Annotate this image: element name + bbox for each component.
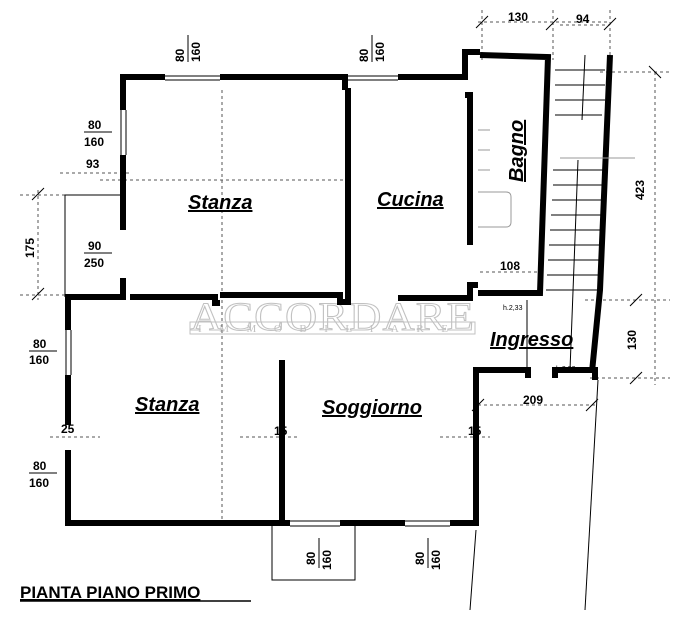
dimension-label: 15 [468, 424, 482, 438]
svg-text:80: 80 [357, 48, 371, 62]
svg-text:80: 80 [304, 551, 318, 565]
height-label: h.2,33 [503, 305, 523, 312]
dimension-label: 108 [500, 259, 520, 273]
stairs [64, 54, 635, 611]
dimension-label: 423 [633, 180, 647, 200]
svg-text:80: 80 [173, 48, 187, 62]
room-label-soggiorno: Soggiorno [322, 397, 422, 419]
dimension-label: 175 [23, 238, 37, 258]
svg-text:160: 160 [189, 42, 203, 62]
opening-bottom-1: 80 160 [304, 538, 334, 570]
opening-top-cucina: 80 160 [357, 35, 387, 62]
room-label-cucina: Cucina [377, 189, 444, 211]
svg-text:90: 90 [88, 239, 102, 253]
watermark-subtext: IMMOBILIARE [198, 323, 468, 335]
dimension-label: 209 [523, 393, 543, 407]
svg-text:250: 250 [84, 256, 104, 270]
svg-text:160: 160 [84, 135, 104, 149]
svg-text:160: 160 [29, 353, 49, 367]
dimension-label: 15 [274, 424, 288, 438]
dimension-lines [20, 10, 670, 520]
opening-left-lower-1: 80 160 [29, 337, 57, 367]
svg-text:160: 160 [373, 42, 387, 62]
svg-text:160: 160 [320, 550, 334, 570]
svg-text:80: 80 [33, 459, 47, 473]
dimension-label: 94 [576, 12, 590, 26]
room-label-stanza-bottom: Stanza [135, 394, 199, 416]
svg-text:80: 80 [88, 118, 102, 132]
watermark-text: ACCORDARE [190, 294, 475, 339]
opening-top-stanza: 80 160 [173, 35, 203, 62]
opening-left-door: 90 250 [84, 239, 112, 270]
watermark-logo: ACCORDARE IMMOBILIARE [189, 294, 476, 340]
dimension-label: 130 [625, 330, 639, 350]
room-label-bagno: Bagno [506, 120, 528, 182]
plan-title: PIANTA PIANO PRIMO [20, 583, 200, 602]
walls [65, 49, 613, 527]
room-label-stanza-top: Stanza [188, 192, 252, 214]
room-label-ingresso: Ingresso [490, 329, 573, 351]
opening-bottom-2: 80 160 [413, 538, 443, 570]
height-label: h.2,22 [556, 366, 576, 373]
dimension-label: 130 [508, 10, 528, 24]
opening-left-lower-2: 80 160 [29, 459, 57, 490]
svg-text:80: 80 [413, 551, 427, 565]
dimension-label: 25 [61, 422, 75, 436]
svg-text:160: 160 [29, 476, 49, 490]
dimension-label: 93 [86, 157, 100, 171]
svg-text:160: 160 [429, 550, 443, 570]
svg-text:80: 80 [33, 337, 47, 351]
opening-left-stanza: 80 160 [84, 118, 112, 149]
